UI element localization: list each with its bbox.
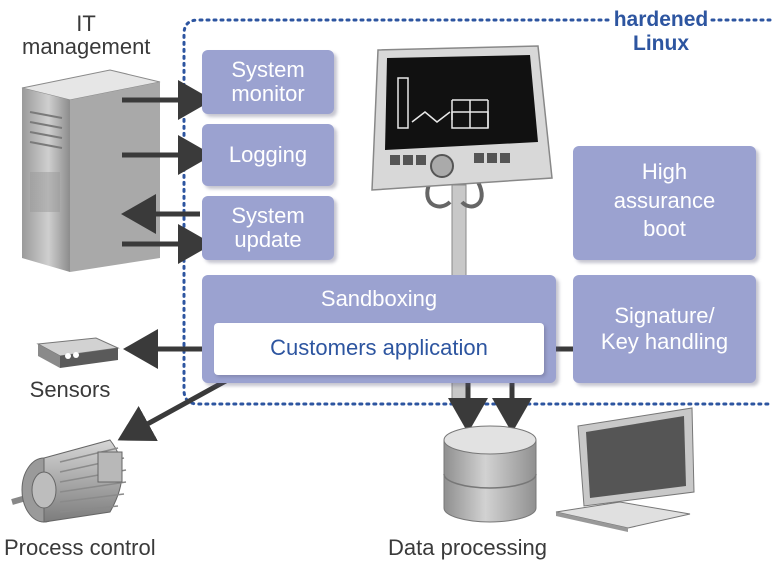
high-assurance-boot-label-line1: High [641, 159, 688, 184]
sandboxing-label: Sandboxing [320, 286, 438, 311]
motor-icon [11, 439, 127, 523]
system-update-label-line1: System [231, 203, 305, 228]
server-arrows [121, 80, 213, 264]
logging-label: Logging [228, 142, 308, 167]
system-monitor-label-line1: System [231, 57, 305, 82]
high-assurance-boot-box: High assurance boot [573, 146, 756, 260]
customers-application-label: Customers application [270, 335, 488, 360]
hardened-line1: hardened [613, 8, 709, 31]
high-assurance-boot-label-line3: boot [643, 216, 686, 242]
signature-label-line1: Signature/ [614, 303, 715, 328]
system-monitor-box: System monitor [202, 50, 334, 114]
process-control-label: Process control [4, 535, 156, 560]
sensors-label: Sensors [29, 377, 111, 402]
signature-label-line2: Key handling [600, 329, 729, 355]
sensor-icon [36, 337, 120, 368]
hardened-line2: Linux [633, 31, 689, 55]
it-management-line2: management [22, 34, 151, 60]
hardened-linux-label: hardened Linux [608, 8, 714, 55]
system-update-label-line2: update [234, 226, 302, 252]
it-management-line1: IT [76, 11, 96, 36]
customers-application-box: Customers application [214, 323, 544, 375]
it-management-label: IT management [22, 12, 150, 58]
high-assurance-boot-label-line2: assurance [613, 187, 716, 213]
sandboxing-box: Sandboxing Customers application [202, 275, 556, 383]
database-icon [443, 425, 537, 523]
hmi-panel-icon [371, 45, 553, 401]
laptop-icon [555, 407, 695, 532]
system-update-box: System update [202, 196, 334, 260]
data-processing-label: Data processing [388, 535, 547, 560]
signature-key-handling-box: Signature/ Key handling [573, 275, 756, 383]
arrow-to-process-control [117, 369, 244, 442]
system-monitor-label-line2: monitor [231, 80, 305, 106]
logging-box: Logging [202, 124, 334, 186]
